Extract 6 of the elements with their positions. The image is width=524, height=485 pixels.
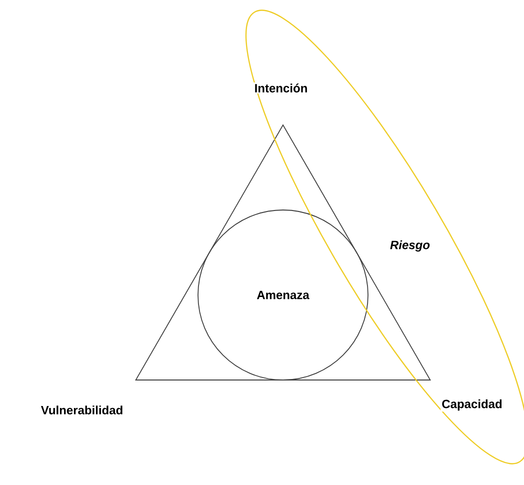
node-label: Amenaza bbox=[256, 290, 310, 300]
node-label: Riesgo bbox=[390, 240, 430, 252]
vertex-label: Capacidad bbox=[442, 399, 502, 411]
vertex-label: Intención bbox=[255, 84, 307, 92]
circle-shape bbox=[198, 210, 368, 380]
vertex-label: Vulnerabilidad bbox=[40, 406, 122, 414]
